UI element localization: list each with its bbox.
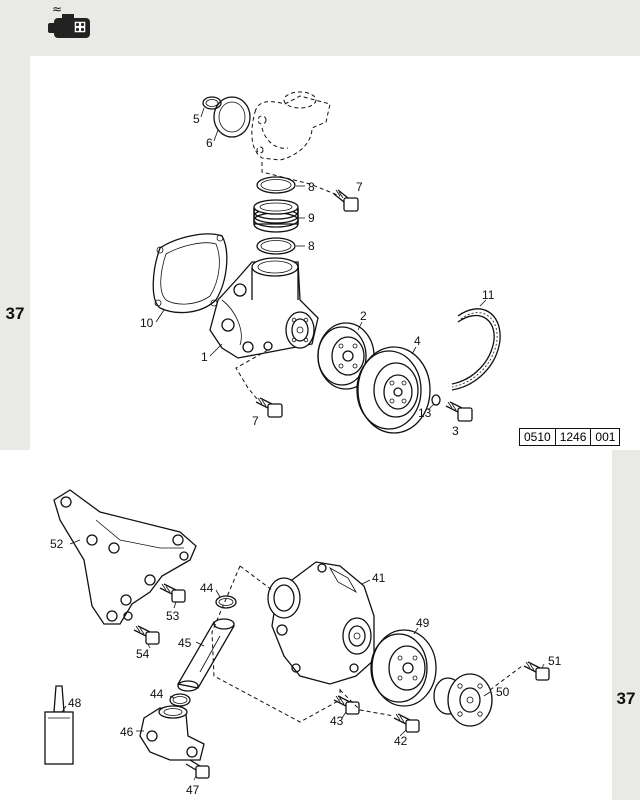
gasket-10[interactable] (152, 233, 228, 314)
section-tab-left[interactable]: 37 (0, 298, 30, 330)
vibration-damper-4[interactable] (356, 346, 431, 434)
water-pump-41[interactable] (267, 561, 375, 685)
callout-4[interactable]: 4 (414, 334, 421, 348)
left-margin-band (0, 56, 30, 450)
callout-54[interactable]: 54 (136, 647, 150, 661)
callout-52[interactable]: 52 (50, 537, 64, 551)
o-ring-5[interactable] (202, 96, 222, 110)
callout-1[interactable]: 1 (201, 350, 208, 364)
pump-shaft-hub[interactable] (285, 311, 315, 349)
thermostat-9[interactable] (253, 199, 299, 233)
callout-50[interactable]: 50 (496, 685, 510, 699)
o-ring-44-upper[interactable] (215, 595, 237, 609)
pipe-45[interactable] (176, 618, 236, 692)
callout-8-lower[interactable]: 8 (308, 239, 315, 253)
callout-6[interactable]: 6 (206, 136, 213, 150)
sealant-tube-48[interactable] (44, 685, 74, 765)
callout-51[interactable]: 51 (548, 654, 562, 668)
connection-piece-46[interactable] (139, 705, 205, 761)
sealing-ring-8-lower[interactable] (256, 237, 296, 255)
callout-11[interactable]: 11 (482, 288, 495, 302)
bolt-7-upper[interactable] (333, 189, 359, 212)
callout-41[interactable]: 41 (372, 571, 386, 585)
callout-8-upper[interactable]: 8 (308, 180, 315, 194)
bolt-47[interactable] (185, 759, 210, 779)
washer-13[interactable] (431, 394, 441, 406)
callout-44-upper[interactable]: 44 (200, 581, 214, 595)
hub-50[interactable] (433, 673, 493, 727)
callout-7-upper[interactable]: 7 (356, 180, 363, 194)
callout-44-lower[interactable]: 44 (150, 687, 164, 701)
right-margin-band (612, 450, 640, 800)
reference-part-c: 001 (590, 429, 619, 445)
bracket-52[interactable] (53, 489, 197, 625)
bolt-53[interactable] (159, 583, 186, 603)
cooling-engine-icon: ≈ (44, 2, 96, 44)
callout-3[interactable]: 3 (452, 424, 459, 438)
bolt-51[interactable] (523, 661, 550, 681)
bolt-54[interactable] (133, 625, 160, 645)
header-band (0, 0, 640, 56)
bolt-3[interactable] (445, 401, 473, 422)
callout-53[interactable]: 53 (166, 609, 180, 623)
callout-49[interactable]: 49 (416, 616, 430, 630)
o-ring-44-lower[interactable] (169, 693, 191, 707)
callout-47[interactable]: 47 (186, 783, 200, 797)
sealing-ring-8-upper[interactable] (256, 176, 296, 194)
bolt-7-lower[interactable] (255, 397, 283, 418)
bolt-43[interactable] (333, 695, 360, 715)
bolt-42[interactable] (393, 713, 420, 733)
pulley-49[interactable] (370, 629, 437, 707)
callout-45[interactable]: 45 (178, 636, 192, 650)
callout-48[interactable]: 48 (68, 696, 82, 710)
callout-42[interactable]: 42 (394, 734, 408, 748)
callout-43[interactable]: 43 (330, 714, 344, 728)
callout-2[interactable]: 2 (360, 309, 367, 323)
callout-7-lower[interactable]: 7 (252, 414, 259, 428)
thermostat-housing[interactable] (251, 91, 331, 161)
reference-part-b: 1246 (554, 429, 591, 445)
coolant-wave-symbol: ≈ (52, 2, 63, 16)
reference-part-a: 0510 (524, 430, 551, 444)
callout-9[interactable]: 9 (308, 211, 315, 225)
callout-46[interactable]: 46 (120, 725, 134, 739)
callout-5[interactable]: 5 (193, 112, 200, 126)
callout-10[interactable]: 10 (140, 316, 154, 330)
v-ribbed-belt-11[interactable] (451, 308, 501, 391)
drawing-reference-number: 0510 1246 001 (519, 428, 621, 446)
callout-13[interactable]: 13 (418, 406, 432, 420)
section-tab-right[interactable]: 37 (612, 683, 640, 715)
gasket-6[interactable] (213, 96, 251, 138)
